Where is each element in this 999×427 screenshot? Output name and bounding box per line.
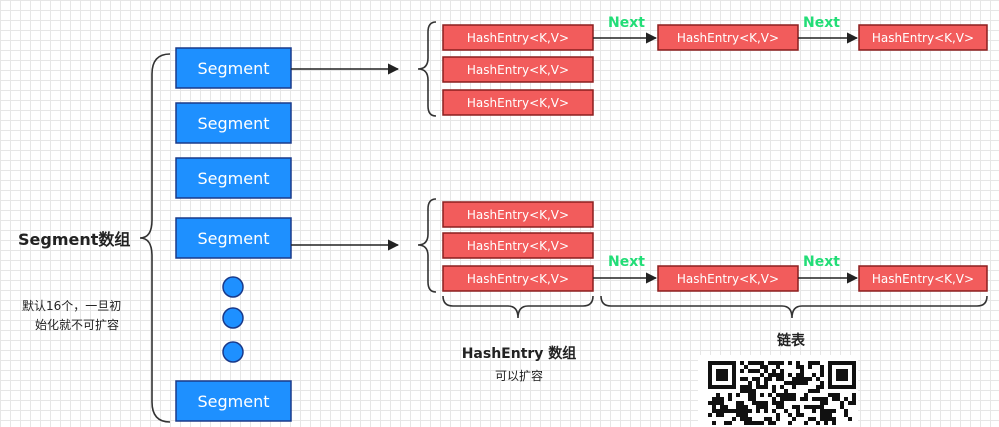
segment-box: Segment (175, 217, 292, 259)
segment-label: Segment (198, 59, 270, 78)
hash-entry-array-subtitle: 可以扩容 (495, 368, 543, 383)
segment-box: Segment (175, 157, 292, 199)
hash-entry-box: HashEntry<K,V> (657, 24, 799, 51)
segment-array-note-line-2: 始化就不可扩容 (35, 317, 119, 332)
hash-entry-box: HashEntry<K,V> (442, 24, 594, 51)
segment-label: Segment (198, 114, 270, 133)
hash-entry-array-bottom-brace (442, 295, 594, 319)
hash-entry-label: HashEntry<K,V> (467, 272, 569, 286)
qr-code-icon (698, 355, 858, 427)
linked-list-title: 链表 (777, 332, 806, 349)
segment-box: Segment (175, 102, 292, 144)
hash-entry-label: HashEntry<K,V> (677, 272, 779, 286)
hash-entry-label: HashEntry<K,V> (677, 31, 779, 45)
hash-entry-label: HashEntry<K,V> (872, 272, 974, 286)
hash-entry-label: HashEntry<K,V> (467, 208, 569, 222)
hash-entry-array-brace (417, 21, 437, 117)
hash-entry-label: HashEntry<K,V> (467, 239, 569, 253)
segment-array-title: Segment数组 (18, 230, 130, 249)
ellipsis-dot (222, 341, 244, 363)
hash-entry-box: HashEntry<K,V> (858, 265, 988, 292)
segment-array-brace (139, 53, 171, 423)
ellipsis-dot (222, 307, 244, 329)
hash-entry-box: HashEntry<K,V> (442, 201, 594, 228)
hash-entry-box: HashEntry<K,V> (657, 265, 799, 292)
segment-label: Segment (198, 392, 270, 411)
hash-entry-array-brace (417, 198, 437, 293)
ellipsis-dot (222, 276, 244, 298)
hash-entry-array-title: HashEntry 数组 (462, 345, 577, 362)
segment-box: Segment (175, 380, 292, 422)
linked-list-bottom-brace (600, 295, 988, 319)
segment-box: Segment (175, 47, 292, 89)
hash-entry-box: HashEntry<K,V> (442, 232, 594, 259)
next-label: Next (803, 15, 840, 31)
next-label: Next (608, 254, 645, 270)
hash-entry-box: HashEntry<K,V> (442, 89, 594, 116)
segment-label: Segment (198, 229, 270, 248)
next-label: Next (608, 15, 645, 31)
hash-entry-label: HashEntry<K,V> (872, 31, 974, 45)
segment-label: Segment (198, 169, 270, 188)
hash-entry-label: HashEntry<K,V> (467, 63, 569, 77)
hash-entry-box: HashEntry<K,V> (858, 24, 988, 51)
hash-entry-box: HashEntry<K,V> (442, 56, 594, 83)
hash-entry-box: HashEntry<K,V> (442, 265, 594, 292)
hash-entry-label: HashEntry<K,V> (467, 96, 569, 110)
segment-array-note-line-1: 默认16个，一旦初 (22, 298, 121, 313)
hash-entry-label: HashEntry<K,V> (467, 31, 569, 45)
next-label: Next (803, 254, 840, 270)
